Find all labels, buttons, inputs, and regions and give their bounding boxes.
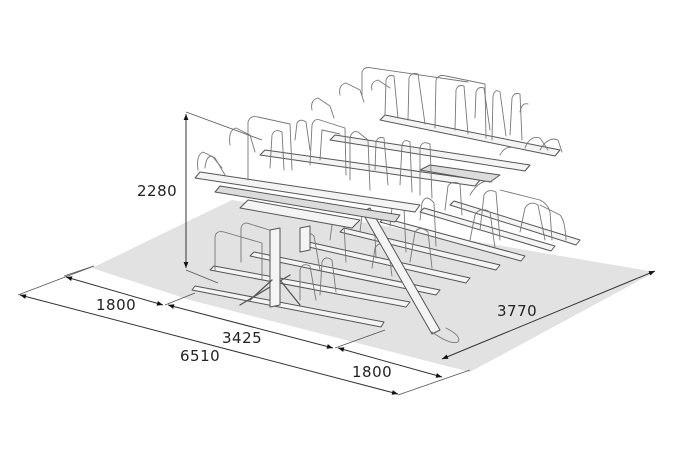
height-label: 2280 bbox=[137, 182, 177, 200]
total-depth-label: 6510 bbox=[180, 347, 220, 365]
rack-depth-label: 3425 bbox=[222, 329, 262, 347]
upper-tier-frames-front bbox=[197, 97, 433, 199]
rear-lower-frames bbox=[444, 180, 567, 241]
length-dimension: 3770 bbox=[441, 270, 656, 360]
depth-dimensions: 1800 3425 6510 1800 bbox=[17, 265, 471, 396]
rack-length-label: 3770 bbox=[497, 302, 537, 320]
rear-aisle-label: 1800 bbox=[352, 363, 392, 381]
front-aisle-label: 1800 bbox=[96, 296, 136, 314]
support-posts bbox=[249, 207, 460, 343]
height-dimension: 2280 bbox=[137, 111, 263, 284]
upper-tier-frames-rear bbox=[339, 67, 563, 156]
